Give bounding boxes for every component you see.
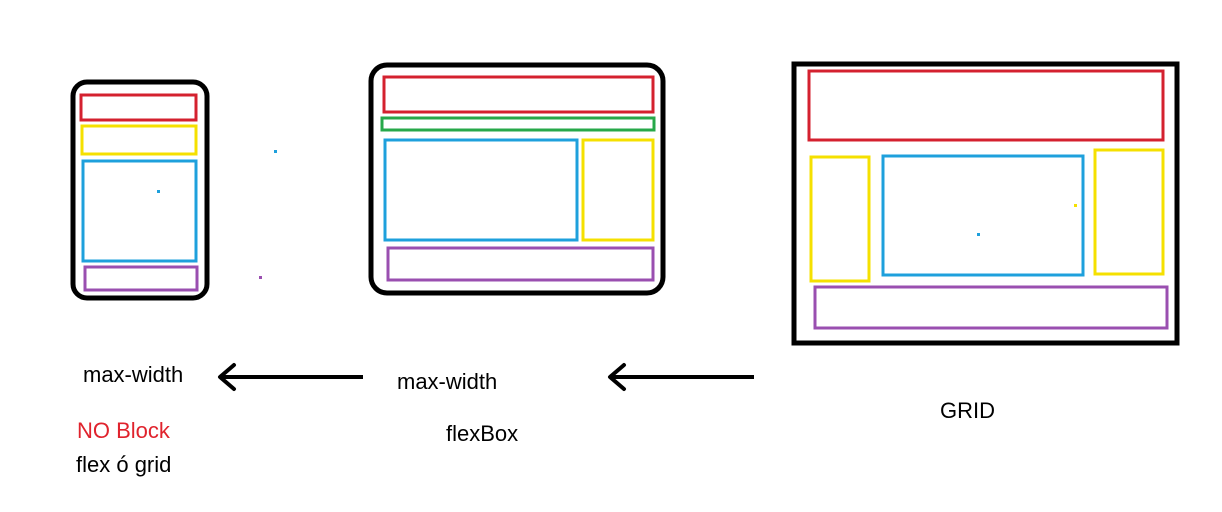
tablet-layout (368, 62, 666, 296)
mobile-main-box (81, 159, 198, 263)
mobile-no-block-label: NO Block (77, 418, 170, 443)
desktop-main-box (881, 154, 1085, 277)
mobile-main-dot (157, 190, 160, 193)
mobile-max-width-label: max-width (83, 362, 184, 387)
desktop-footer-box (813, 285, 1169, 330)
desktop-frame (791, 61, 1180, 346)
desktop-left-sidebar-box (809, 155, 871, 283)
tablet-header-box (382, 75, 655, 114)
mobile-header-box (79, 93, 198, 122)
tablet-sidebar-box (581, 138, 655, 242)
desktop-right-sidebar-box (1093, 148, 1165, 276)
tablet-footer-box (386, 246, 655, 282)
desktop-header-box (807, 69, 1165, 142)
mobile-layout (70, 79, 210, 301)
stray-dot-blue (274, 150, 277, 153)
arrow-left-desktop-to-tablet (608, 363, 754, 391)
mobile-flex-or-grid-label: flex ó grid (76, 452, 172, 477)
desktop-main-dot (977, 233, 980, 236)
desktop-layout (791, 61, 1180, 346)
stray-dot-purple (259, 276, 262, 279)
mobile-nav-box (80, 124, 198, 156)
tablet-flexbox-label: flexBox (446, 421, 519, 446)
tablet-nav-box (380, 116, 656, 132)
tablet-frame (368, 62, 666, 296)
mobile-footer-box (83, 265, 199, 292)
desktop-yellow-dot (1074, 204, 1077, 207)
mobile-frame (70, 79, 210, 301)
desktop-grid-label: GRID (940, 398, 995, 423)
tablet-main-box (383, 138, 579, 242)
tablet-max-width-label: max-width (397, 369, 498, 394)
arrow-left-tablet-to-mobile (218, 363, 363, 391)
